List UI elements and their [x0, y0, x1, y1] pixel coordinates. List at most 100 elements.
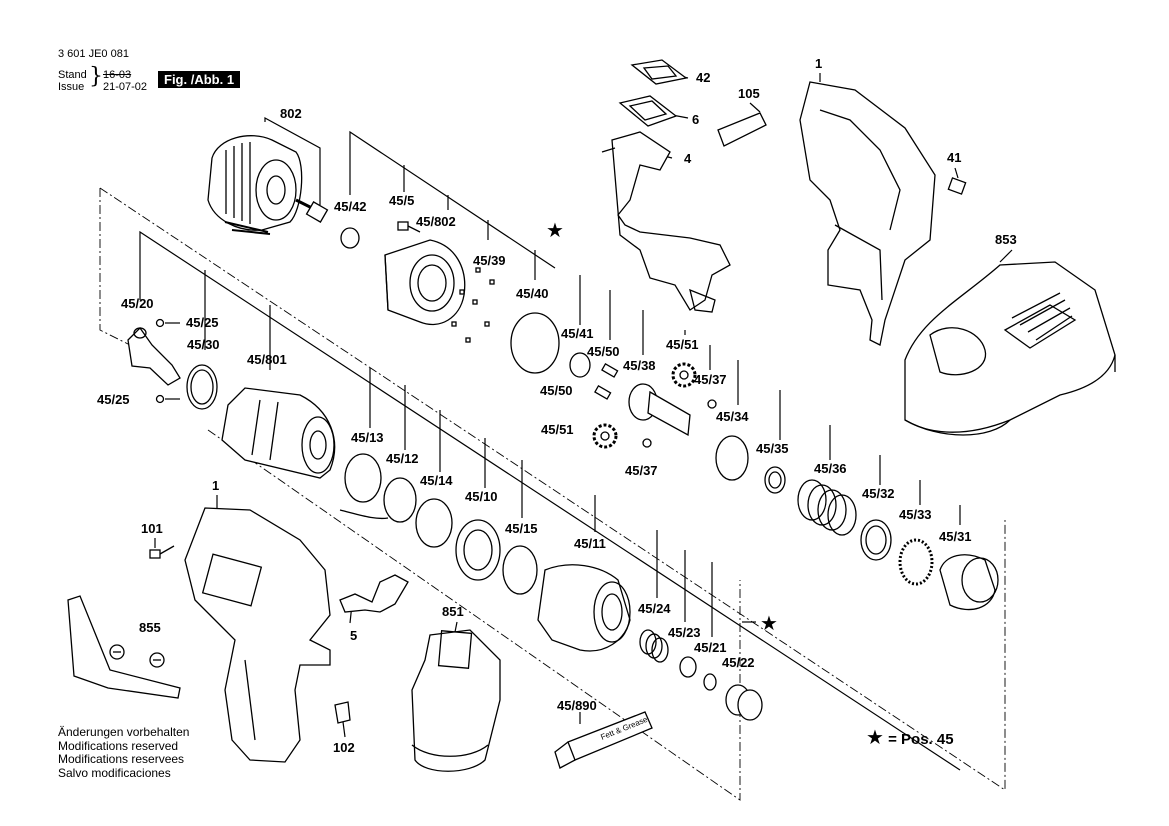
- ring-45-32: [860, 519, 892, 561]
- figure-label: Fig. /Abb. 1: [158, 71, 241, 88]
- ring-45-15: [502, 545, 538, 595]
- spring-45-24: [639, 629, 669, 663]
- callout-4: 4: [684, 151, 692, 166]
- callout-45-14: 45/14: [420, 473, 453, 488]
- callout-45-50-top: 45/50: [587, 344, 620, 359]
- callout-45-37-bottom: 45/37: [625, 463, 658, 478]
- gear-45-51b: [592, 423, 618, 449]
- callout-45-25-bottom: 45/25: [97, 392, 130, 407]
- pin-45-50b: [594, 385, 612, 400]
- legend-text: = Pos. 45: [888, 731, 954, 748]
- callout-802: 802: [280, 106, 302, 121]
- callout-45-20: 45/20: [121, 296, 154, 311]
- callout-45-10: 45/10: [465, 489, 498, 504]
- callout-45-51-bottom: 45/51: [541, 422, 574, 437]
- balls-45-39: [451, 267, 495, 343]
- callout-1-bottom: 1: [212, 478, 219, 493]
- callout-45-22: 45/22: [722, 655, 755, 670]
- callout-41: 41: [947, 150, 961, 165]
- nose-cap-45-11: [537, 564, 631, 652]
- screw-45-5: [397, 221, 421, 233]
- issue-label: Issue: [58, 81, 85, 93]
- bearing-45-10: [455, 519, 501, 581]
- callout-45-15: 45/15: [505, 521, 538, 536]
- ring-45-40: [510, 312, 560, 374]
- ring-45-21: [703, 673, 717, 691]
- screw-101: [149, 545, 175, 559]
- ring-45-33: [898, 538, 934, 586]
- stand-label: Stand: [58, 69, 87, 81]
- callout-1-top: 1: [815, 56, 822, 71]
- part-41: [947, 177, 967, 195]
- grease-tube-45-890: [554, 711, 653, 769]
- callout-45-11: 45/11: [574, 536, 606, 551]
- callout-45-36: 45/36: [814, 461, 847, 476]
- callout-853: 853: [995, 232, 1017, 247]
- callout-855: 855: [139, 620, 161, 635]
- callout-45-50-bottom: 45/50: [540, 383, 573, 398]
- ring-45-30: [186, 364, 218, 410]
- callout-42: 42: [696, 70, 710, 85]
- brace-icon: }: [89, 64, 103, 89]
- switch-5: [339, 574, 409, 613]
- note-line: Änderungen vorbehalten: [58, 725, 190, 739]
- star-icon: ★: [866, 727, 884, 749]
- ring-45-35: [764, 466, 786, 494]
- ring-45-13: [344, 453, 382, 503]
- ring-45-14: [415, 498, 453, 548]
- legend: ★ = Pos. 45: [866, 725, 954, 750]
- callout-45-802: 45/802: [416, 214, 456, 229]
- callout-45-34: 45/34: [716, 409, 749, 424]
- ball-45-25a: [155, 318, 165, 328]
- callout-45-33: 45/33: [899, 507, 932, 522]
- housing-1-left: [184, 507, 331, 763]
- pin-45-50a: [601, 363, 619, 378]
- callout-105: 105: [738, 86, 760, 101]
- spring-45-36: [797, 479, 857, 536]
- callout-45-30: 45/30: [187, 337, 220, 352]
- ring-45-12: [339, 477, 417, 523]
- callout-45-31: 45/31: [939, 529, 972, 544]
- housing-45-802: [384, 239, 466, 326]
- battery-851: [411, 629, 501, 772]
- callout-851: 851: [442, 604, 464, 619]
- callout-45-35: 45/35: [756, 441, 789, 456]
- doc-number: 3 601 JE0 081: [58, 48, 129, 60]
- ball-45-37a: [707, 399, 717, 409]
- spindle-45-38: [628, 383, 691, 437]
- callout-45-40: 45/40: [516, 286, 549, 301]
- callout-45-890: 45/890: [557, 698, 597, 713]
- callout-45-25-top: 45/25: [186, 315, 219, 330]
- callout-6: 6: [692, 112, 699, 127]
- plate-105: [717, 112, 767, 147]
- ball-45-37b: [642, 438, 652, 448]
- sleeve-45-22: [725, 684, 763, 721]
- ring-45-41: [569, 352, 591, 378]
- belt-hook-855: [67, 595, 181, 699]
- gear-45-51a: [671, 362, 697, 388]
- star-icon: ★: [546, 220, 564, 242]
- modification-notes: Änderungen vorbehalten Modifications res…: [58, 725, 190, 780]
- housing-1-right: [799, 81, 936, 346]
- ring-45-42: [340, 227, 360, 249]
- switch-pad-6: [618, 95, 678, 127]
- callout-45-51-top: 45/51: [666, 337, 699, 352]
- callout-45-21: 45/21: [694, 640, 727, 655]
- callout-45-5: 45/5: [389, 193, 414, 208]
- clip-102: [334, 701, 351, 724]
- label-42: [630, 59, 688, 85]
- callout-45-23: 45/23: [668, 625, 701, 640]
- callout-45-38: 45/38: [623, 358, 656, 373]
- callout-45-37-top: 45/37: [694, 372, 727, 387]
- callout-45-39: 45/39: [473, 253, 506, 268]
- callout-45-41: 45/41: [561, 326, 594, 341]
- callout-5: 5: [350, 628, 357, 643]
- callout-102: 102: [333, 740, 355, 755]
- leader-lines: [99, 73, 1013, 801]
- note-line: Modifications reserved: [58, 738, 179, 753]
- callout-45-13: 45/13: [351, 430, 384, 445]
- gearbox-45-801: [221, 387, 336, 479]
- stand-date: 16-03: [103, 69, 132, 81]
- charger-853: [904, 261, 1116, 436]
